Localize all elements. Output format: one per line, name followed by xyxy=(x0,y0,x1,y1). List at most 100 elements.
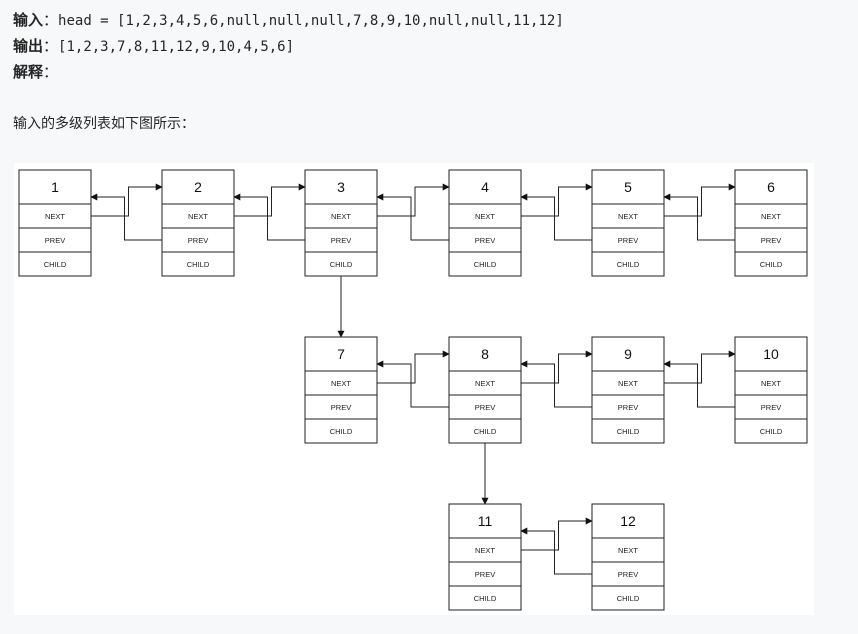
node-value: 4 xyxy=(481,179,489,195)
node-field-next: NEXT xyxy=(188,212,208,221)
node-value: 2 xyxy=(194,179,202,195)
node-field-next: NEXT xyxy=(475,212,495,221)
node-field-child: CHILD xyxy=(474,427,497,436)
node-field-next: NEXT xyxy=(618,546,638,555)
node-value: 11 xyxy=(478,513,493,529)
node-value: 7 xyxy=(337,346,345,362)
output-value: [1,2,3,7,8,11,12,9,10,4,5,6] xyxy=(58,39,295,55)
node-box xyxy=(591,503,665,611)
figure-description: 输入的多级列表如下图所示： xyxy=(13,116,195,132)
node-box xyxy=(448,503,522,611)
prev-pointer-5-to-4 xyxy=(520,193,592,241)
next-pointer-4-to-5 xyxy=(521,183,593,217)
node-field-next: NEXT xyxy=(618,379,638,388)
prev-pointer-2-to-1 xyxy=(90,193,162,241)
prev-pointer-12-to-11 xyxy=(520,527,592,575)
prev-pointer-9-to-8 xyxy=(520,360,592,408)
node-value: 1 xyxy=(51,179,59,195)
node-value: 12 xyxy=(620,513,636,529)
node-field-child: CHILD xyxy=(330,260,353,269)
node-value: 5 xyxy=(624,179,632,195)
node-value: 10 xyxy=(763,346,779,362)
prev-pointer-6-to-5 xyxy=(663,193,735,241)
prev-pointer-10-to-9 xyxy=(663,360,735,408)
node-field-child: CHILD xyxy=(474,594,497,603)
node-field-child: CHILD xyxy=(617,594,640,603)
next-pointer-8-to-9 xyxy=(521,350,593,384)
explanation-label: 解释 xyxy=(13,63,44,81)
node-field-next: NEXT xyxy=(761,379,781,388)
node-box xyxy=(734,169,808,277)
node-field-next: NEXT xyxy=(475,379,495,388)
output-label: 输出 xyxy=(13,37,44,55)
explanation-line: 解释： xyxy=(13,62,58,82)
node-field-prev: PREV xyxy=(45,236,65,245)
node-box xyxy=(448,336,522,444)
node-box xyxy=(304,336,378,444)
node-field-child: CHILD xyxy=(330,427,353,436)
node-field-child: CHILD xyxy=(44,260,67,269)
next-pointer-11-to-12 xyxy=(521,517,593,551)
node-field-child: CHILD xyxy=(760,427,783,436)
node-box xyxy=(18,169,92,277)
node-field-prev: PREV xyxy=(475,570,495,579)
input-value: head = [1,2,3,4,5,6,null,null,null,7,8,9… xyxy=(58,13,564,29)
node-value: 9 xyxy=(624,346,632,362)
node-field-prev: PREV xyxy=(618,570,638,579)
node-value: 3 xyxy=(337,179,345,195)
node-field-child: CHILD xyxy=(617,427,640,436)
node-field-prev: PREV xyxy=(475,403,495,412)
node-field-prev: PREV xyxy=(761,403,781,412)
node-field-child: CHILD xyxy=(617,260,640,269)
node-field-prev: PREV xyxy=(331,403,351,412)
node-field-child: CHILD xyxy=(187,260,210,269)
input-separator: ： xyxy=(43,11,59,29)
node-field-next: NEXT xyxy=(618,212,638,221)
input-line: 输入：head = [1,2,3,4,5,6,null,null,null,7,… xyxy=(13,10,564,31)
explanation-separator: ： xyxy=(43,63,59,81)
node-field-next: NEXT xyxy=(761,212,781,221)
next-pointer-7-to-8 xyxy=(377,350,450,384)
node-field-next: NEXT xyxy=(45,212,65,221)
next-pointer-1-to-2 xyxy=(91,183,163,217)
node-box xyxy=(161,169,235,277)
node-value: 6 xyxy=(767,179,775,195)
node-field-prev: PREV xyxy=(618,403,638,412)
node-box xyxy=(734,336,808,444)
node-field-child: CHILD xyxy=(760,260,783,269)
next-pointer-9-to-10 xyxy=(664,350,736,384)
node-field-next: NEXT xyxy=(331,212,351,221)
node-box xyxy=(304,169,378,277)
next-pointer-5-to-6 xyxy=(664,183,736,217)
node-field-next: NEXT xyxy=(331,379,351,388)
output-separator: ： xyxy=(43,37,59,55)
node-box xyxy=(448,169,522,277)
prev-pointer-3-to-2 xyxy=(233,193,305,241)
node-field-prev: PREV xyxy=(475,236,495,245)
prev-pointer-4-to-3 xyxy=(376,193,449,241)
node-field-child: CHILD xyxy=(474,260,497,269)
node-field-prev: PREV xyxy=(761,236,781,245)
node-field-prev: PREV xyxy=(618,236,638,245)
input-label: 输入 xyxy=(13,11,44,29)
node-field-next: NEXT xyxy=(475,546,495,555)
next-pointer-2-to-3 xyxy=(234,183,306,217)
next-pointer-3-to-4 xyxy=(377,183,450,217)
prev-pointer-8-to-7 xyxy=(376,360,449,408)
node-field-prev: PREV xyxy=(331,236,351,245)
output-line: 输出：[1,2,3,7,8,11,12,9,10,4,5,6] xyxy=(13,36,294,57)
node-field-prev: PREV xyxy=(188,236,208,245)
